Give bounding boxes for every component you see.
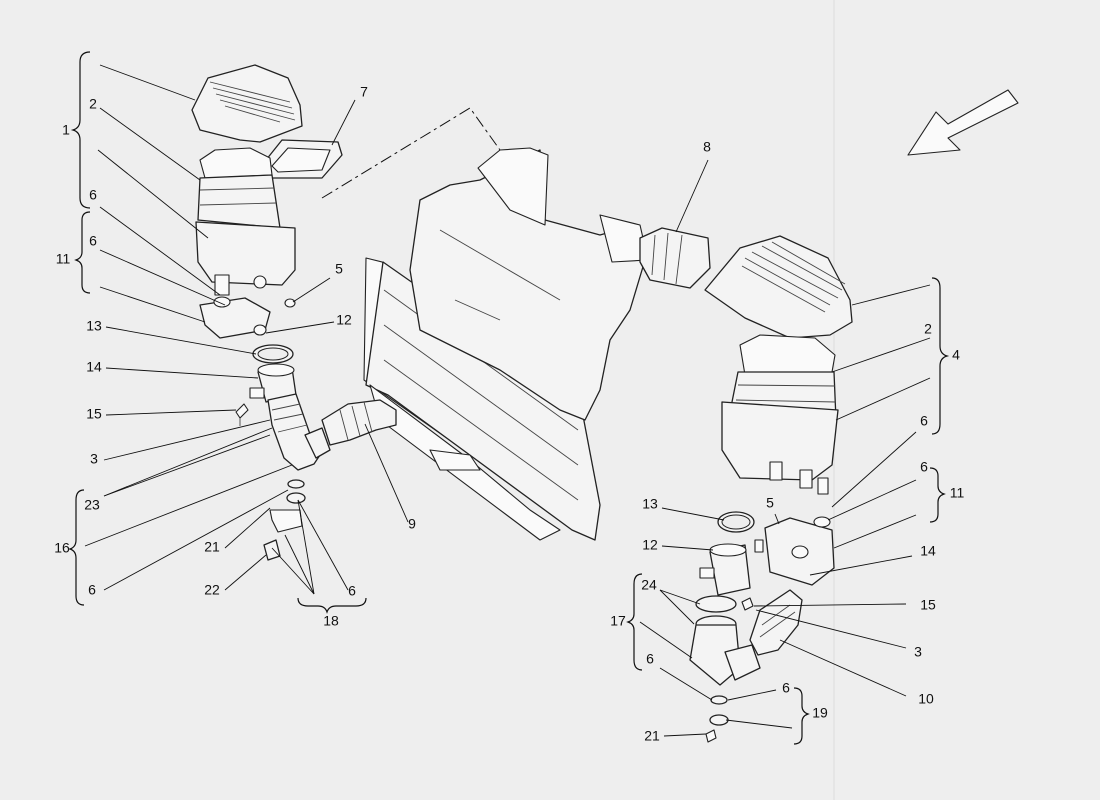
callout-5-left: 5 [335, 261, 343, 277]
left-mount-bracket [199, 296, 296, 339]
callout-10: 10 [918, 691, 934, 707]
left-airbox-cover [191, 64, 303, 143]
arrow-icon [907, 89, 1019, 156]
left-screw-15 [235, 403, 249, 426]
right-hose-24 [689, 595, 741, 686]
callout-6-left-a: 6 [89, 187, 97, 203]
right-inlet-adapter-8 [639, 227, 711, 289]
right-mass-air-flow-sensor [699, 539, 764, 596]
radiator-shroud [363, 147, 649, 541]
callout-11-left: 11 [56, 251, 71, 267]
left-resonator-duct-9 [321, 399, 397, 446]
callout-6-right-b: 6 [920, 459, 928, 475]
callout-18: 18 [323, 613, 339, 629]
callout-8: 8 [703, 139, 711, 155]
callout-6-right-d: 6 [782, 680, 790, 696]
callout-14-left: 14 [86, 359, 102, 375]
callout-3-right: 3 [914, 644, 922, 660]
callout-13-left: 13 [86, 318, 102, 334]
callout-3-left: 3 [90, 451, 98, 467]
callout-1: 1 [62, 122, 70, 138]
callout-19: 19 [812, 705, 828, 721]
callout-24: 24 [641, 577, 657, 593]
callout-6-left-c: 6 [88, 582, 96, 598]
callout-6-left-d: 6 [348, 583, 356, 599]
left-sensor-bracket-21-22 [263, 509, 303, 561]
callout-22: 22 [204, 582, 220, 598]
right-clamp-6 [705, 695, 729, 743]
left-airbox-base [195, 221, 296, 296]
callout-21-left: 21 [204, 539, 220, 555]
callout-6-right-a: 6 [920, 413, 928, 429]
callout-16: 16 [54, 540, 70, 556]
callout-6-right-c: 6 [646, 651, 654, 667]
callout-21-right: 21 [644, 728, 660, 744]
left-intake-hose-3 [267, 393, 331, 471]
callout-5-right: 5 [766, 495, 774, 511]
right-o-ring-13 [717, 511, 755, 533]
right-screw-15 [741, 597, 754, 611]
callout-14-right: 14 [920, 543, 936, 559]
left-o-ring-13 [252, 344, 294, 364]
callout-2-left: 2 [89, 96, 97, 112]
callout-15-right: 15 [920, 597, 936, 613]
left-seal-7 [261, 139, 343, 179]
callout-17: 17 [610, 613, 626, 629]
callout-9: 9 [408, 516, 416, 532]
right-airbox-base [721, 401, 839, 495]
callout-labels: 1 2 6 6 11 7 5 12 13 14 15 3 23 16 6 21 … [54, 84, 964, 744]
callout-12-right: 12 [642, 537, 658, 553]
callout-13-right: 13 [642, 496, 658, 512]
connection-line [321, 107, 501, 199]
leader-lines [84, 64, 931, 737]
callout-7: 7 [360, 84, 368, 100]
callout-15-left: 15 [86, 406, 102, 422]
right-airbox-cover [704, 235, 853, 339]
callout-11-right: 11 [950, 485, 965, 501]
right-mount-bracket [764, 516, 835, 586]
callout-6-left-b: 6 [89, 233, 97, 249]
callout-23: 23 [84, 497, 100, 513]
callout-12-left: 12 [336, 312, 352, 328]
group-braces [68, 51, 950, 745]
left-mass-air-flow-sensor [249, 363, 297, 403]
left-filter-element [197, 147, 281, 229]
callout-2-right: 2 [924, 321, 932, 337]
callout-4: 4 [952, 347, 960, 363]
right-hose-10 [724, 589, 803, 681]
left-clamp-6 [286, 479, 306, 504]
